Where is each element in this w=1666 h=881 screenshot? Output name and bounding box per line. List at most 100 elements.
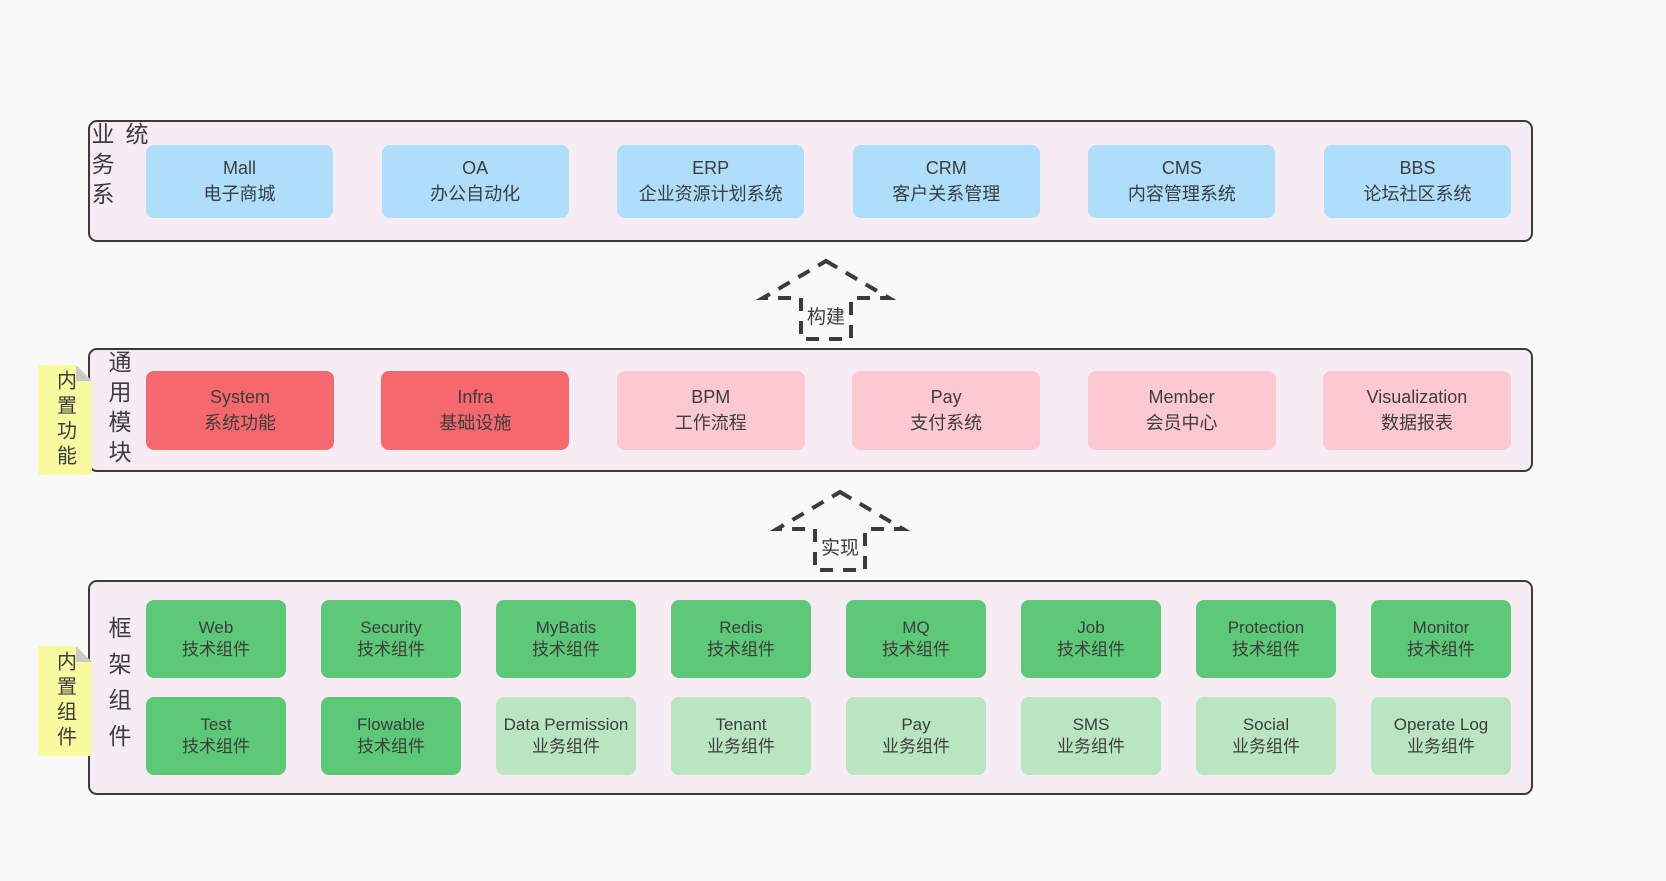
box-bbs: BBS 论坛社区系统 <box>1323 144 1511 218</box>
box-name: BBS <box>1399 157 1436 178</box>
box-subtitle: 企业资源计划系统 <box>638 184 783 204</box>
box-subtitle: 技术组件 <box>532 640 600 660</box>
box-name: Pay <box>901 714 931 734</box>
box-cms: CMS 内容管理系统 <box>1088 144 1276 218</box>
box-bpm: BPM 工作流程 <box>616 370 805 450</box>
box-subtitle: 技术组件 <box>182 736 250 756</box>
box-subtitle: 支付系统 <box>910 413 983 433</box>
layer-business-systems: 业务系统 Mall 电子商城 OA 办公自动化 ERP 企业资源计划系统 CRM 客户关系管理… <box>88 120 1533 242</box>
box-name: Job <box>1077 618 1105 638</box>
box-name: CRM <box>925 157 967 178</box>
box-mall: Mall 电子商城 <box>146 144 333 218</box>
box-name: MyBatis <box>535 618 597 638</box>
box-name: CMS <box>1161 157 1202 178</box>
box-name: Visualization <box>1366 386 1468 407</box>
box-name: Data Permission <box>503 714 629 734</box>
box-subtitle: 系统功能 <box>204 413 276 433</box>
box-subtitle: 技术组件 <box>707 640 775 660</box>
box-name: Web <box>198 618 234 638</box>
sticky-note-builtin-components: 内置组件 <box>38 646 92 756</box>
box-name: BPM <box>691 386 731 407</box>
box-subtitle: 论坛社区系统 <box>1363 184 1472 204</box>
box-subtitle: 内容管理系统 <box>1127 184 1236 204</box>
box-name: Flowable <box>356 714 426 734</box>
box-subtitle: 会员中心 <box>1145 413 1218 433</box>
layer-label-framework-components: 框架组件 <box>105 615 131 760</box>
implement-arrow-label: 实现 <box>820 538 860 559</box>
box-pay: Pay 支付系统 <box>852 370 1041 450</box>
box-name: Mall <box>222 157 256 178</box>
box-subtitle: 数据报表 <box>1380 413 1453 433</box>
box-subtitle: 业务组件 <box>882 736 950 756</box>
box-name: Social <box>1242 714 1290 734</box>
box-system: System 系统功能 <box>146 370 334 450</box>
box-name: MQ <box>902 618 930 638</box>
box-subtitle: 技术组件 <box>1407 640 1475 660</box>
box-name: SMS <box>1072 714 1110 734</box>
box-subtitle: 技术组件 <box>182 640 250 660</box>
layer-label-business-systems: 业务系统 <box>88 122 148 212</box>
dashed-up-arrow-icon <box>756 258 896 341</box>
box-name: ERP <box>692 157 730 178</box>
box-subtitle: 电子商城 <box>203 184 276 204</box>
box-subtitle: 技术组件 <box>882 640 950 660</box>
box-oa: OA 办公自动化 <box>381 144 569 218</box>
box-member: Member 会员中心 <box>1087 370 1276 450</box>
box-subtitle: 业务组件 <box>1057 736 1125 756</box>
box-crm: CRM 客户关系管理 <box>852 144 1040 218</box>
box-subtitle: 技术组件 <box>1057 640 1125 660</box>
box-subtitle: 技术组件 <box>1232 640 1300 660</box>
box-name: Redis <box>719 618 763 638</box>
sticky-note-text: 内置功能 <box>53 370 76 470</box>
dashed-up-arrow-icon <box>770 489 910 572</box>
box-name: Security <box>360 618 422 638</box>
box-name: System <box>209 386 270 407</box>
box-subtitle: 客户关系管理 <box>892 184 1001 204</box>
layer-label-common-modules: 通用模块 <box>105 350 131 470</box>
box-name: Tenant <box>715 714 767 734</box>
box-subtitle: 业务组件 <box>1407 736 1475 756</box>
box-name: Pay <box>930 386 962 407</box>
sticky-note-builtin-features: 内置功能 <box>38 365 92 475</box>
box-name: Monitor <box>1412 618 1470 638</box>
build-arrow-up: 构建 <box>756 256 896 344</box>
box-name: Operate Log <box>1393 714 1489 734</box>
box-name: OA <box>462 157 489 178</box>
build-arrow-label: 构建 <box>806 307 846 328</box>
box-subtitle: 业务组件 <box>532 736 600 756</box>
box-subtitle: 业务组件 <box>1232 736 1300 756</box>
business-systems-boxes: Mall 电子商城 OA 办公自动化 ERP 企业资源计划系统 CRM 客户关系管理 CMS 内容… <box>146 122 1531 240</box>
sticky-note-text: 内置组件 <box>53 651 76 751</box>
box-name: Member <box>1148 386 1215 407</box>
box-subtitle: 基础设施 <box>439 413 512 433</box>
box-subtitle: 技术组件 <box>357 640 425 660</box>
box-subtitle: 工作流程 <box>674 413 747 433</box>
implement-arrow-up: 实现 <box>770 487 910 575</box>
box-erp: ERP 企业资源计划系统 <box>617 144 805 218</box>
box-name: Protection <box>1227 618 1305 638</box>
box-subtitle: 办公自动化 <box>430 184 521 204</box>
